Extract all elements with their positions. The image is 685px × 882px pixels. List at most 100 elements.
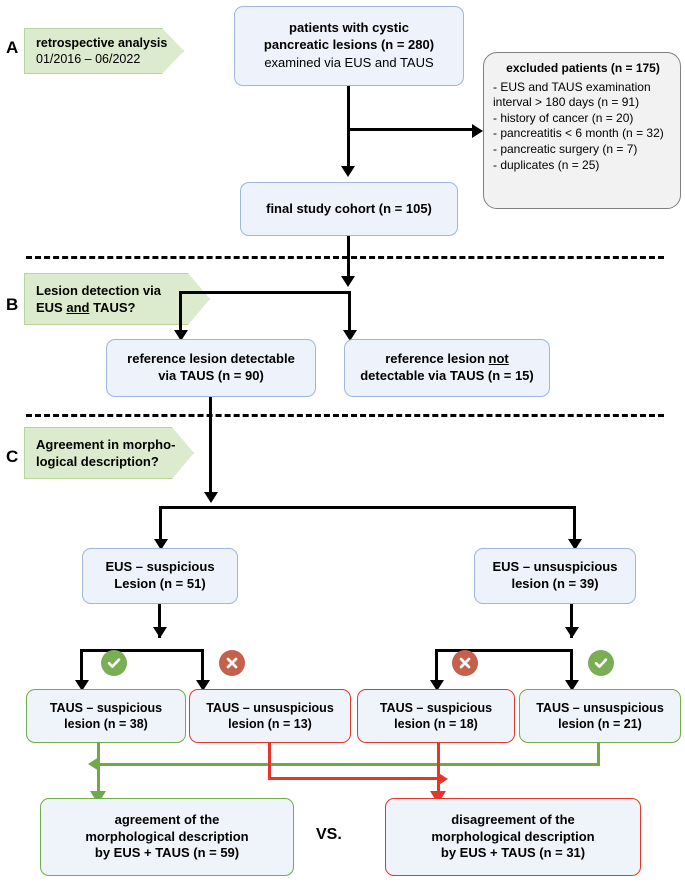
connector-eus-susp-down [158,604,161,638]
taus-detectable-line2: via TAUS (n = 90) [158,368,264,383]
box-excluded-patients: excluded patients (n = 175) - EUS and TA… [483,52,681,209]
arrowhead-right-to-excluded [472,124,483,138]
banner-a-line1: retrospective analysis [36,35,168,50]
excluded-item-3: - pancreatitis < 6 month (n = 32) [493,126,664,141]
excluded-title: excluded patients (n = 175) [506,61,660,75]
banner-b-line1: Lesion detection via [36,282,161,298]
banner-c-line1: Agreement in morpho- [36,436,176,452]
box-taus-unsuspicious-21: TAUS – unsuspicious lesion (n = 21) [519,689,681,743]
eus-susp-line2: Lesion (n = 51) [114,576,206,591]
connector-to-excluded [349,128,475,131]
taus38-line1: TAUS – suspicious [49,700,163,715]
connector-red-from-13 [268,743,271,780]
connector-cohort-to-final [347,86,350,168]
excluded-item-4: - pancreatic surgery (n = 7) [493,141,638,156]
connector-red-to-disagreement [437,743,440,796]
taus-nd-not: not [488,351,509,367]
arrowhead-right-red-bus [437,772,448,786]
check-circle-icon [588,650,614,676]
arrowhead-down-taus-detectable [174,330,188,341]
check-circle-icon [101,650,127,676]
connector-final-to-split-b [347,236,350,278]
divider-b-c [26,414,664,417]
box-taus-suspicious-18: TAUS – suspicious lesion (n = 18) [357,689,515,743]
box-cohort-line3: examined via EUS and TAUS [264,55,434,71]
taus-not-detectable-line1: reference lesion not [385,351,509,368]
arrowhead-down-eus-unsusp-bus [565,627,579,638]
taus38-line2: lesion (n = 38) [64,717,148,731]
connector-bus-b-right-drop [348,291,351,335]
agreement-line2: morphological description [85,828,249,844]
connector-right-pair-a-drop [435,649,438,685]
divider-a-b [26,256,664,259]
taus-not-detectable-line2: detectable via TAUS (n = 15) [360,368,534,383]
section-letter-c: C [6,447,19,466]
box-patients-with-cystic-lesions: patients with cystic pancreatic lesions … [234,6,464,86]
disagreement-line3: by EUS + TAUS (n = 31) [440,845,586,861]
excluded-item-2: - history of cancer (n = 20) [493,110,634,125]
banner-section-c: Agreement in morpho- logical description… [24,427,194,479]
box-reference-lesion-not-detectable: reference lesion not detectable via TAUS… [344,339,550,397]
taus18-line1: TAUS – suspicious [379,700,493,715]
arrowhead-down-taus-unsusp-21 [565,680,579,691]
disagreement-line1: disagreement of the [451,811,575,827]
connector-detectable-to-split-c [209,397,212,497]
connector-bus-b [179,291,351,294]
box-cohort-line1: patients with cystic [289,19,409,35]
arrowhead-down-eus-susp-bus [153,627,167,638]
box-taus-suspicious-38: TAUS – suspicious lesion (n = 38) [26,689,186,743]
arrowhead-down-split-b [341,276,355,287]
banner-a-line2: 01/2016 – 06/2022 [36,52,141,66]
box-cohort-line2: pancreatic lesions (n = 280) [263,36,435,52]
arrowhead-down-to-final-cohort [341,166,355,177]
excluded-item-0: - EUS and TAUS examination [493,79,651,94]
connector-green-from-21 [597,743,600,766]
arrowhead-down-eus-unsuspicious [568,539,582,550]
taus13-line2: lesion (n = 13) [228,717,312,731]
box-reference-lesion-detectable: reference lesion detectable via TAUS (n … [106,339,316,397]
eus-susp-line1: EUS – suspicious [105,559,215,575]
connector-bus-c-left-drop [159,506,162,544]
section-letter-a: A [6,38,19,57]
cross-circle-icon [219,650,245,676]
eus-unsusp-line2: lesion (n = 39) [511,576,599,591]
taus-detectable-line1: reference lesion detectable [127,351,295,367]
agreement-line1: agreement of the [114,811,220,827]
excluded-item-1: interval > 180 days (n = 91) [493,95,640,110]
box-taus-unsuspicious-13: TAUS – unsuspicious lesion (n = 13) [189,689,351,743]
banner-section-a: retrospective analysis 01/2016 – 06/2022 [24,28,184,74]
taus-nd-a: reference lesion [385,351,489,367]
banner-c-line2: logical description? [36,454,159,469]
connector-left-pair-b-drop [201,649,204,685]
vs-label: VS. [316,826,342,843]
agreement-line3: by EUS + TAUS (n = 59) [94,845,240,861]
arrowhead-down-split-c [204,492,218,503]
final-cohort-line1: final study cohort (n = 105) [266,200,432,216]
connector-right-pair-b-drop [570,649,573,685]
connector-bus-left-pair [80,649,204,652]
taus21-line1: TAUS – unsuspicious [536,700,664,715]
cross-circle-icon [452,650,478,676]
connector-bus-c [159,506,576,509]
taus13-line1: TAUS – unsuspicious [206,700,334,715]
arrowhead-down-taus-unsusp-13 [196,680,210,691]
box-agreement-outcome: agreement of the morphological descripti… [40,798,294,876]
taus21-line2: lesion (n = 21) [558,717,642,731]
taus18-line2: lesion (n = 18) [394,717,478,731]
banner-b-line2: EUS and TAUS? [36,299,209,316]
connector-red-bus [268,777,440,780]
connector-bus-b-left-drop [179,291,182,335]
banner-b-l2-and: and [66,300,90,315]
eus-unsusp-line1: EUS – unsuspicious [492,559,618,575]
disagreement-line2: morphological description [431,828,595,844]
connector-bus-right-pair [435,649,573,652]
arrowhead-down-taus-susp-38 [75,680,89,691]
connector-green-to-agreement [97,743,100,796]
arrowhead-left-green-bus [88,757,99,771]
banner-b-l2-b: TAUS? [89,300,136,315]
connector-green-bus [97,763,600,766]
excluded-item-5: - duplicates (n = 25) [493,157,600,172]
connector-eus-unsusp-down [570,604,573,638]
box-disagreement-outcome: disagreement of the morphological descri… [385,798,641,876]
